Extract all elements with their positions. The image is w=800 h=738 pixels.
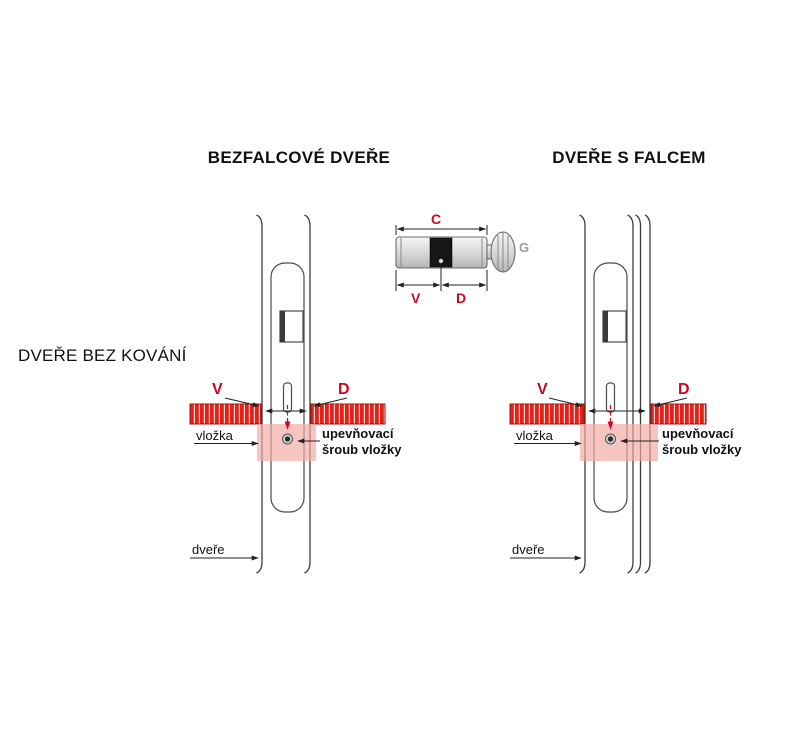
cylinder-dim-v-label: V [411,290,421,306]
cylinder-lock-drawing [395,225,516,291]
highlight-right [580,424,658,461]
right-cylinder-label: vložka [516,428,553,443]
dimension-arrows-left [190,397,348,561]
title-bezfalcove-dvere: BEZFALCOVÉ DVEŘE [207,148,391,167]
cylinder-dim-c-label: C [431,211,442,227]
left-cylinder-label: vložka [196,428,233,443]
door-profile-right [579,214,651,574]
cylinder-dim-d-label: D [456,290,467,306]
fixing-screw-right [605,433,616,445]
left-screw-label: upevňovací šroub vložky [322,426,402,457]
door-profile-left [256,214,311,574]
left-dim-v-label: V [212,381,223,398]
right-dim-v-label: V [537,381,548,398]
title-dvere-s-falcem: DVEŘE S FALCEM [552,148,706,167]
right-screw-label: upevňovací šroub vložky [662,426,742,457]
fixing-screw-left [282,433,293,445]
dimension-arrows-right [510,397,688,561]
ruler-right [509,403,707,425]
row-title-dvere-bez-kovani: DVEŘE BEZ KOVÁNÍ [18,346,187,365]
cylinder-knob-label: G [519,240,530,255]
left-dim-d-label: D [338,381,350,398]
ruler-left [189,403,386,425]
left-door-label: dveře [192,542,225,557]
right-door-label: dveře [512,542,545,557]
right-dim-d-label: D [678,381,690,398]
rebate-line-inner [635,214,642,574]
cylinder-screw-hole [438,258,444,264]
rebate-line-outer [644,214,651,574]
cylinder-dim-lines [395,225,488,291]
